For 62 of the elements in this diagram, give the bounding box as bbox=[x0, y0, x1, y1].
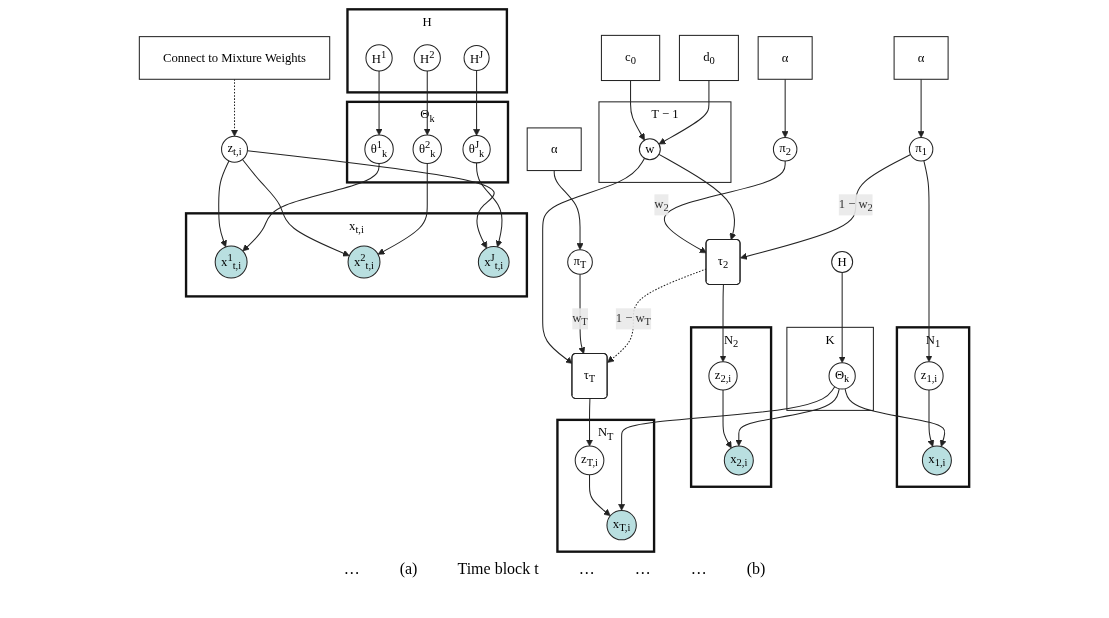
arrow bbox=[630, 79, 646, 140]
node-box: α bbox=[893, 35, 949, 80]
caption-text: (a) bbox=[399, 560, 418, 578]
arrow bbox=[476, 161, 503, 247]
caption-text: … bbox=[578, 560, 595, 578]
arrow bbox=[473, 69, 481, 136]
node-circle: z$_{1,i}$ bbox=[914, 360, 944, 391]
node-circle: x$_{2,i}$ bbox=[724, 444, 755, 475]
node-circle: Θ$_{k}$ bbox=[828, 361, 857, 390]
edge-label: 1 − w$_{2}$ bbox=[838, 196, 874, 213]
arrow bbox=[589, 473, 611, 516]
arrow bbox=[231, 78, 239, 137]
node-circle: H$^{1}$ bbox=[365, 43, 393, 72]
arrow bbox=[578, 273, 586, 354]
arrow bbox=[838, 271, 846, 363]
arrow bbox=[740, 153, 912, 260]
caption-text: … bbox=[343, 560, 360, 578]
arrow bbox=[218, 159, 230, 247]
arrow bbox=[923, 159, 933, 362]
arrow bbox=[586, 397, 594, 446]
arrow bbox=[658, 79, 710, 144]
arrow bbox=[242, 158, 350, 256]
node-circle: H bbox=[831, 250, 854, 273]
node-circle: z$_{t,i}$ bbox=[221, 135, 249, 163]
edge-label: w$_{2}$ bbox=[654, 196, 670, 213]
arrow bbox=[735, 387, 840, 446]
node-circle: H$^{2}$ bbox=[413, 43, 442, 72]
arrow bbox=[719, 283, 727, 362]
arrow bbox=[844, 387, 947, 447]
arrow bbox=[722, 389, 732, 448]
node-box: d$_{0}$ bbox=[679, 34, 740, 81]
arrow bbox=[781, 78, 789, 138]
node-circle: x$_{T,i}$ bbox=[606, 509, 638, 540]
node-circle: π$_{2}$ bbox=[773, 136, 798, 161]
node-circle: π$_{T}$ bbox=[567, 248, 594, 275]
arrow bbox=[658, 153, 737, 240]
arrow bbox=[553, 169, 584, 250]
arrow bbox=[542, 157, 646, 364]
arrow bbox=[375, 70, 383, 135]
edge-label: 1 − w$_{T}$ bbox=[615, 310, 652, 327]
arrow bbox=[247, 149, 495, 249]
node-circle: π$_{1}$ bbox=[909, 136, 934, 161]
caption-text: (b) bbox=[746, 560, 766, 578]
node-circle: w bbox=[639, 137, 662, 160]
caption-text: … bbox=[690, 560, 707, 578]
arrow bbox=[917, 78, 925, 138]
arrow bbox=[377, 162, 428, 255]
node-box: c$_{0}$ bbox=[601, 34, 661, 81]
node-box: α bbox=[526, 126, 582, 171]
node-circle: x$_{1,i}$ bbox=[922, 444, 953, 475]
edge-label: w$_{T}$ bbox=[572, 310, 589, 327]
arrow bbox=[664, 159, 786, 253]
arrow bbox=[242, 162, 380, 251]
caption-text: Time block t bbox=[457, 560, 539, 578]
arrow bbox=[927, 389, 935, 447]
node-circle: z$_{T,i}$ bbox=[574, 445, 605, 475]
caption-text: … bbox=[634, 560, 651, 578]
arrow bbox=[618, 385, 836, 511]
node-box: Connect to Mixture Weights bbox=[139, 35, 331, 80]
node-box: α bbox=[757, 35, 813, 80]
node-circle: z$_{2,i}$ bbox=[708, 360, 738, 391]
node-circle: H$^{J}$ bbox=[463, 44, 490, 71]
